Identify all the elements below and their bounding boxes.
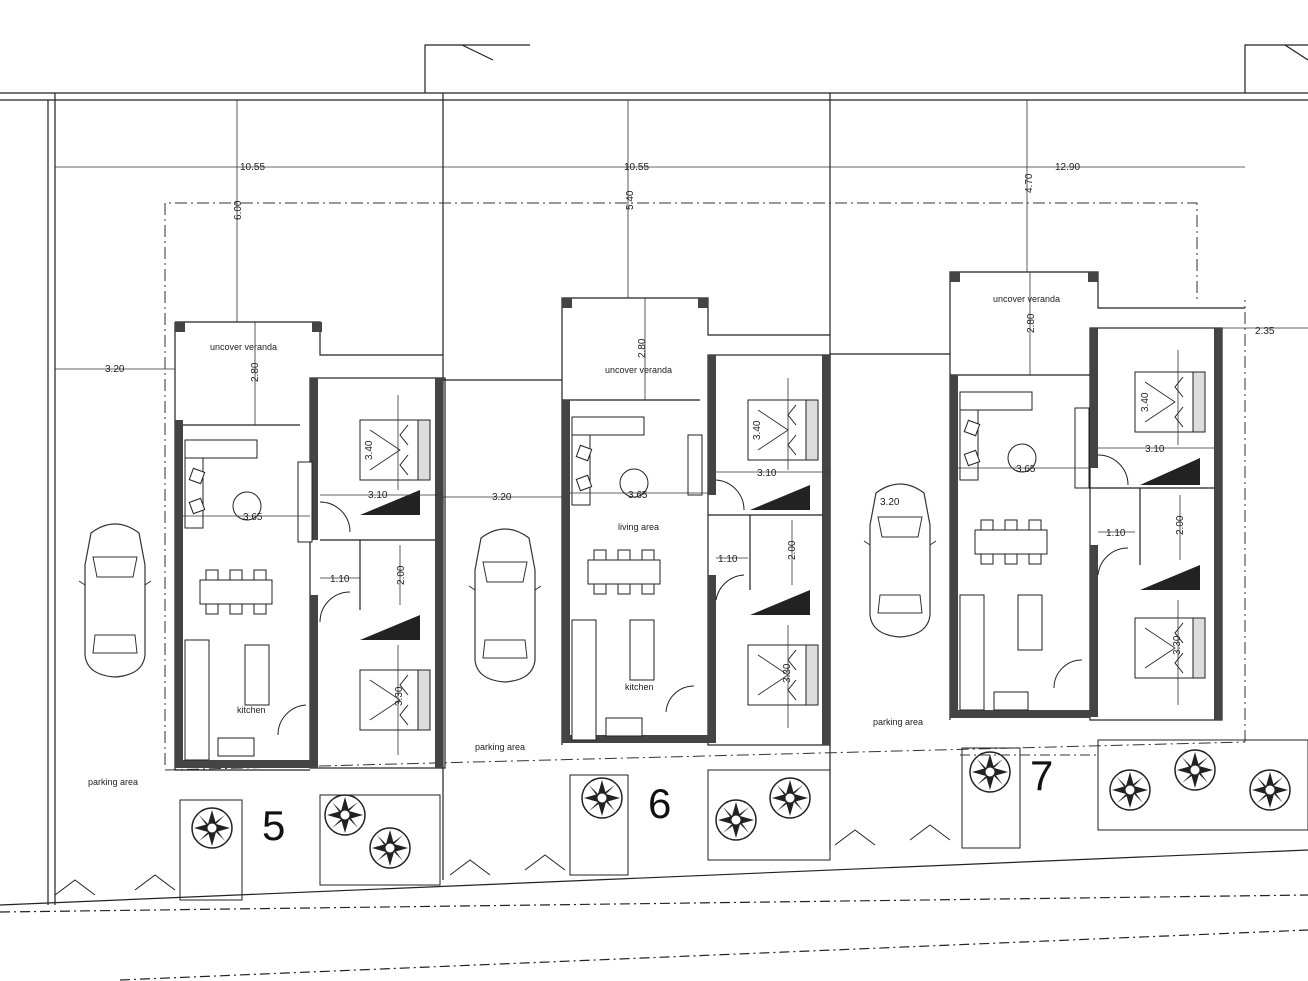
plot-5-bed-width-dim: 3.10 <box>368 490 388 501</box>
plot-5-rear-setback-dim: 6.00 <box>233 200 244 220</box>
plot-7: 12.90 4.70 3.20 uncover veranda 2.80 3.6… <box>830 100 1308 849</box>
plot-5-front-dim: 3.20 <box>105 364 125 375</box>
plot-6-veranda-label: uncover veranda <box>605 365 672 375</box>
plot-7-bed-width-dim: 3.10 <box>1145 444 1165 455</box>
plot-5-bed1-dim: 3.40 <box>364 440 375 460</box>
plot-7-side-dim: 2.35 <box>1255 326 1275 337</box>
plot-6-kitchen-label: kitchen <box>625 682 654 692</box>
plot-7-bed2-dim: 3.30 <box>1172 635 1183 655</box>
plot-7-parking-label: parking area <box>873 717 923 727</box>
plot-5-corridor-dim: 1.10 <box>330 574 350 585</box>
plot-7-front-dim: 3.20 <box>880 497 900 508</box>
plot-5-bed2-dim: 3.30 <box>394 686 405 706</box>
plot-5-kitchen-label: kitchen <box>237 705 266 715</box>
plot-6-rear-setback-dim: 5.40 <box>625 190 636 210</box>
plot-6-parking-label: parking area <box>475 742 525 752</box>
plot-7-bath-dim: 2.00 <box>1175 515 1186 535</box>
plot-6-number: 6 <box>648 780 671 827</box>
plot-7-rear-setback-dim: 4.70 <box>1024 173 1035 193</box>
plot-7-living-dim: 3.65 <box>1016 464 1036 475</box>
plot-7-width-dim: 12.90 <box>1055 162 1080 173</box>
plot-5-parking-label: parking area <box>88 777 138 787</box>
plot-6-front-dim: 3.20 <box>492 492 512 503</box>
plot-7-veranda-depth-dim: 2.80 <box>1026 313 1037 333</box>
plot-7-bed1-dim: 3.40 <box>1140 392 1151 412</box>
plot-7-veranda-label: uncover veranda <box>993 294 1060 304</box>
plot-6-corridor-dim: 1.10 <box>718 554 738 565</box>
plot-7-number: 7 <box>1030 752 1053 799</box>
plot-7-corridor-dim: 1.10 <box>1106 528 1126 539</box>
plot-5-living-dim: 3.65 <box>243 512 263 523</box>
plot-5-veranda-depth-dim: 2.80 <box>250 362 261 382</box>
plot-6-bath-dim: 2.00 <box>787 540 798 560</box>
plot-6-width-dim: 10.55 <box>624 162 649 173</box>
plot-6-bed1-dim: 3.40 <box>752 420 763 440</box>
plot-6-bed-width-dim: 3.10 <box>757 468 777 479</box>
plot-5-bath-dim: 2.00 <box>396 565 407 585</box>
plot-6-bed2-dim: 3.30 <box>782 663 793 683</box>
plot-6-veranda-depth-dim: 2.80 <box>637 338 648 358</box>
plot-6-living-dim: 3.65 <box>628 490 648 501</box>
plot-5-width-dim: 10.55 <box>240 162 265 173</box>
plot-6: 10.55 5.40 3.20 uncover veranda 2.80 3.6… <box>443 100 831 876</box>
plot-6-living-label: living area <box>618 522 659 532</box>
plot-5-number: 5 <box>262 802 285 849</box>
plot-5-veranda-label: uncover veranda <box>210 342 277 352</box>
plot-5: 10.55 6.00 3.20 uncover veranda 2.80 3.6… <box>54 100 446 901</box>
